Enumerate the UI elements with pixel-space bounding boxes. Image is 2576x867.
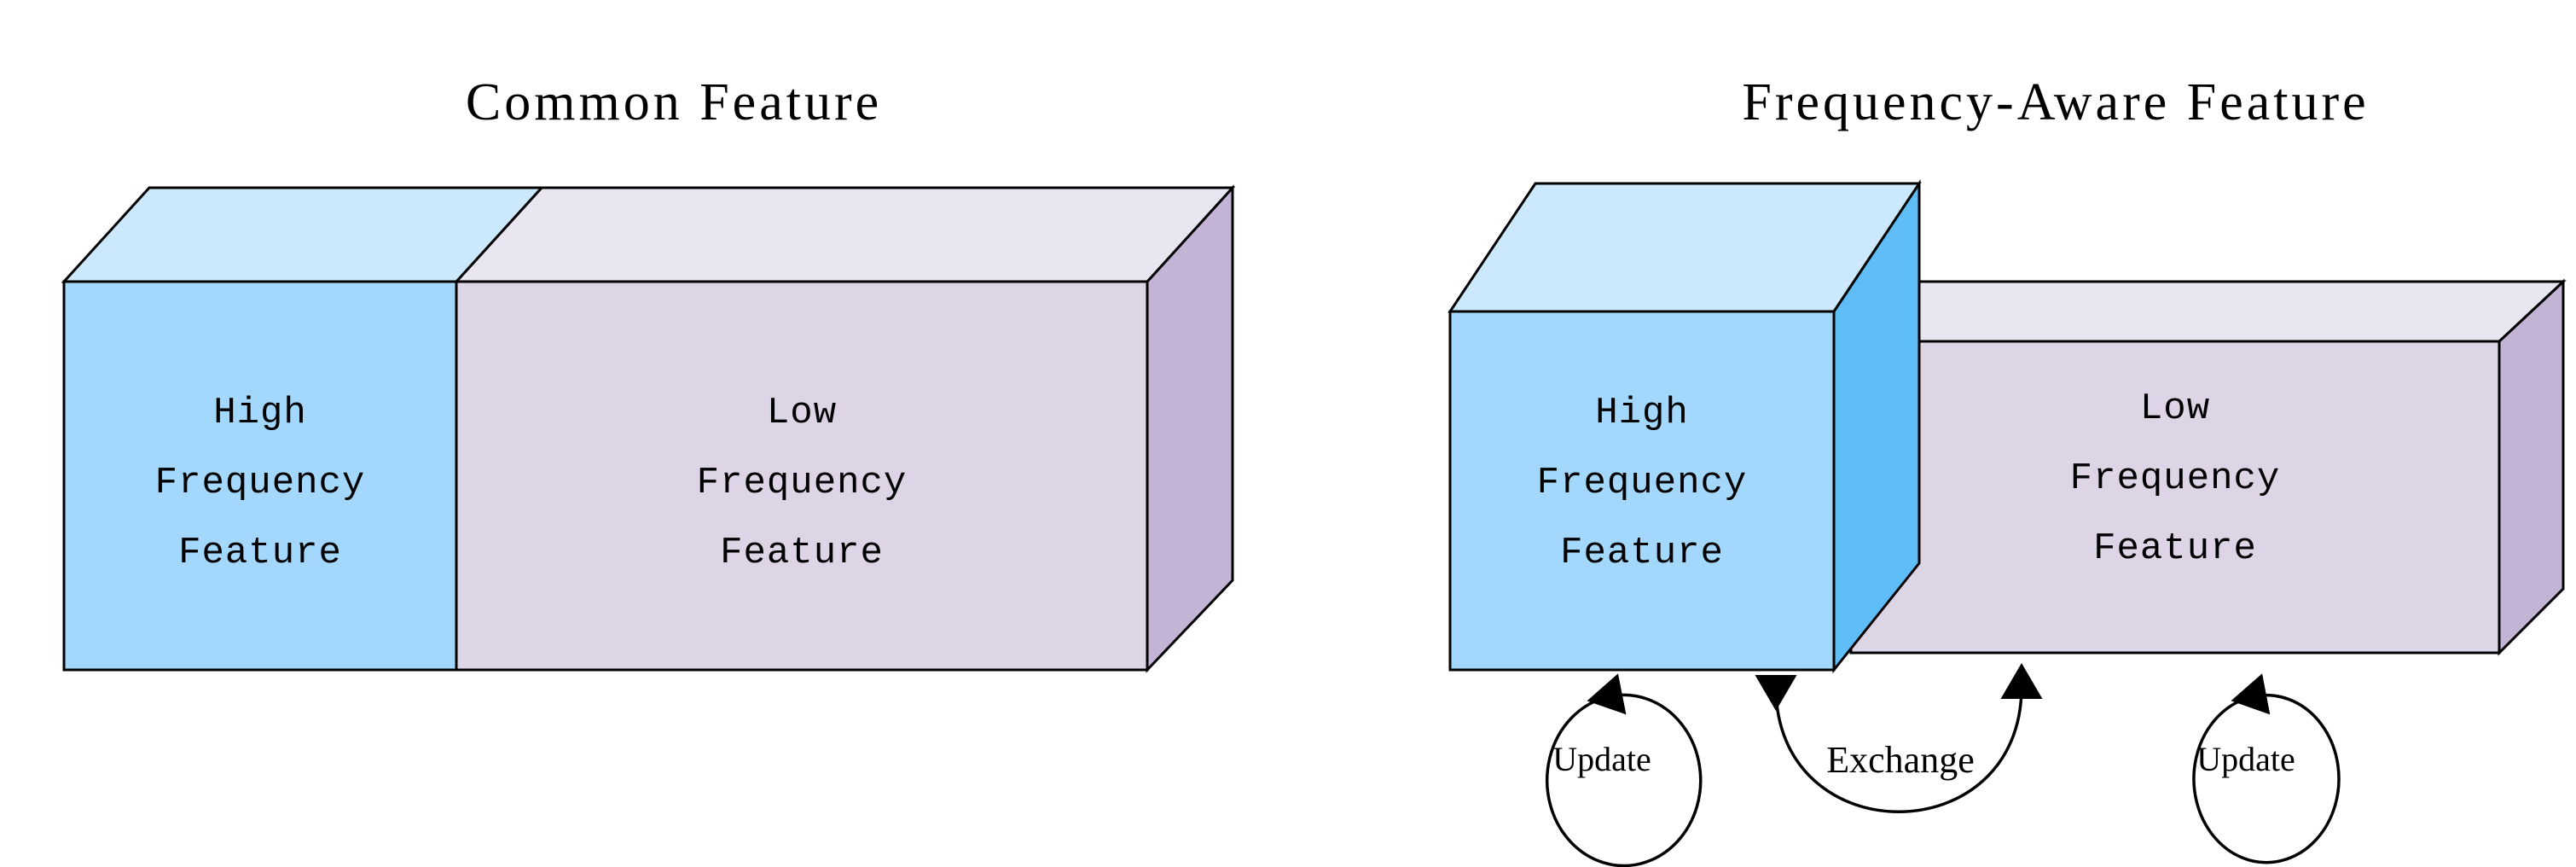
- high-block-label-line2: Frequency: [155, 462, 366, 504]
- low-block-label-line2: Frequency: [697, 462, 908, 504]
- low-block-label-line3-aware: Feature: [2093, 527, 2257, 570]
- block-high-frequency-common: High Frequency Feature: [61, 186, 545, 672]
- low-block-front-face-aware: [1849, 340, 2501, 655]
- exchange-label: Exchange: [1826, 739, 1974, 781]
- high-block-front-face-aware: [1448, 310, 1836, 672]
- low-block-label-line1: Low: [767, 392, 837, 434]
- panel-common-feature: Common Feature Low Frequency Feature Hig…: [61, 73, 1236, 673]
- block-low-frequency-common: Low Frequency Feature: [453, 184, 1236, 673]
- low-block-top-face-aware: [1848, 280, 2567, 343]
- low-block-label-line2-aware: Frequency: [2070, 457, 2281, 500]
- update-right-label: Update: [2196, 740, 2295, 778]
- high-block-front-face: [62, 280, 458, 672]
- update-right-loop-path: [2192, 673, 2341, 864]
- update-left-label: Update: [1552, 740, 1651, 778]
- arrow-exchange: Exchange: [1755, 663, 2043, 813]
- exchange-arc-path: [1755, 663, 2043, 813]
- low-block-top-face: [453, 186, 1236, 283]
- high-block-label-line2-aware: Frequency: [1537, 462, 1748, 504]
- low-block-label-line3: Feature: [720, 532, 884, 574]
- arrow-update-left: Update: [1545, 673, 1703, 867]
- high-block-top-face: [61, 186, 545, 283]
- panel-frequency-aware-feature: Frequency-Aware Feature Low Frequency Fe…: [1448, 73, 2567, 867]
- high-block-label-line1-aware: High: [1595, 392, 1689, 434]
- high-block-label-line3: Feature: [178, 532, 342, 574]
- panel-title-frequency-aware: Frequency-Aware Feature: [1742, 73, 2369, 131]
- arrow-update-right: Update: [2192, 673, 2341, 864]
- high-block-label-line1: High: [213, 392, 307, 434]
- panel-title-common: Common Feature: [466, 73, 882, 131]
- block-low-frequency-aware: Low Frequency Feature: [1848, 278, 2567, 656]
- low-block-label-line1-aware: Low: [2140, 387, 2210, 430]
- high-block-label-line3-aware: Feature: [1560, 532, 1724, 574]
- low-block-side-face-aware: [2498, 278, 2565, 656]
- update-left-loop-path: [1545, 673, 1703, 867]
- block-high-frequency-aware: High Frequency Feature: [1448, 179, 1922, 674]
- low-block-front-face: [455, 280, 1149, 672]
